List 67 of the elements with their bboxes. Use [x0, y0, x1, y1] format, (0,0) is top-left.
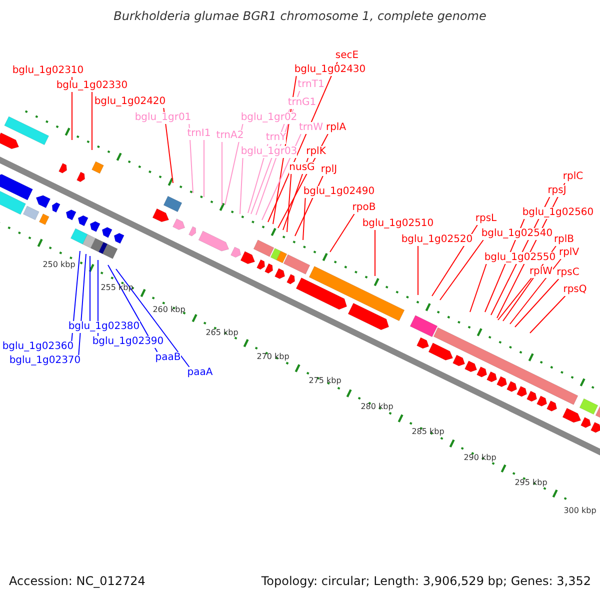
- gene-label: bglu_1g02370: [9, 355, 81, 367]
- scale-label: 295 kbp: [514, 477, 548, 489]
- gene-label: bglu_1g02390: [92, 336, 164, 348]
- scale-label: 290 kbp: [464, 452, 496, 464]
- gene-label: bglu_1g02360: [2, 341, 74, 353]
- scale-label: 280 kbp: [360, 401, 394, 413]
- gene-label: bglu_1g02510: [362, 218, 434, 230]
- accession-text: Accession: NC_012724: [9, 575, 146, 587]
- leader-line: [514, 278, 560, 328]
- scale-label: 270 kbp: [256, 351, 290, 363]
- gene-label: rplW: [529, 266, 553, 278]
- leader-line: [470, 264, 487, 312]
- gene-label: paaB: [155, 352, 181, 364]
- leader-line: [108, 264, 158, 352]
- gene-label: paaA: [187, 367, 213, 379]
- gene-label: rplK: [306, 146, 326, 158]
- gene-label: bglu_1g02430: [294, 64, 366, 76]
- leader-line: [440, 240, 484, 300]
- scale-label: 250 kbp: [42, 259, 76, 271]
- leader-line: [116, 268, 190, 368]
- gene-label: bglu_1g02540: [481, 228, 553, 240]
- leader-line: [510, 258, 562, 324]
- gene-label: nusG: [289, 162, 315, 174]
- gene-label: secE: [335, 50, 359, 62]
- leader-line: [240, 158, 244, 214]
- gene-label: bglu_1gr03: [240, 146, 298, 158]
- gene-label: rplA: [326, 122, 346, 134]
- leader-line: [302, 198, 306, 240]
- gene-label: bglu_1g02380: [68, 321, 140, 333]
- gene-label: trnG1: [288, 97, 316, 109]
- leader-line: [71, 250, 80, 342]
- gene-label: rpsJ: [548, 185, 566, 197]
- scale-label: 275 kbp: [308, 375, 342, 387]
- leader-line: [78, 254, 86, 356]
- gene-label: bglu_1g02310: [12, 65, 84, 77]
- scale-label: 285 kbp: [412, 426, 444, 438]
- gene-label: bglu_1g02490: [303, 186, 375, 198]
- scale-label: 265 kbp: [206, 327, 238, 339]
- gene-label: rpsC: [556, 267, 580, 279]
- gene-label: rplC: [562, 171, 584, 183]
- gene-label: rpsQ: [563, 284, 587, 296]
- gene-label: rpsL: [475, 213, 497, 225]
- scale-label: 300 kbp: [564, 505, 596, 517]
- gene-label: bglu_1g02520: [401, 234, 473, 246]
- gene-label: trnW: [298, 122, 324, 134]
- gene-label: trnY: [266, 132, 286, 144]
- leader-line: [530, 296, 566, 334]
- leader-line: [286, 174, 292, 232]
- gene-label: rpoB: [352, 202, 376, 214]
- genome-info-text: Topology: circular; Length: 3,906,529 bp; Genes: 3,352: [261, 575, 591, 587]
- leader-line: [330, 214, 355, 252]
- gene-label: bglu_1gr02: [240, 112, 298, 124]
- scale-label: 260 kbp: [152, 304, 186, 316]
- gene-label: bglu_1g02560: [522, 207, 594, 219]
- gene-label: bglu_1gr01: [134, 112, 192, 124]
- leader-line: [374, 230, 376, 276]
- gene-label: bglu_1g02330: [56, 80, 128, 92]
- gene-label: bglu_1g02550: [484, 252, 556, 264]
- gene-label: rplB: [554, 234, 574, 246]
- gene-label: trnA2: [216, 130, 244, 142]
- leader-line: [498, 278, 532, 320]
- gene-label: rplJ: [320, 164, 338, 176]
- gene-label: bglu_1g02420: [94, 96, 166, 108]
- gene-label: trnI1: [187, 128, 211, 140]
- gene-label: rplV: [558, 247, 580, 259]
- gene-label: trnT1: [298, 79, 324, 91]
- leader-line: [188, 124, 194, 194]
